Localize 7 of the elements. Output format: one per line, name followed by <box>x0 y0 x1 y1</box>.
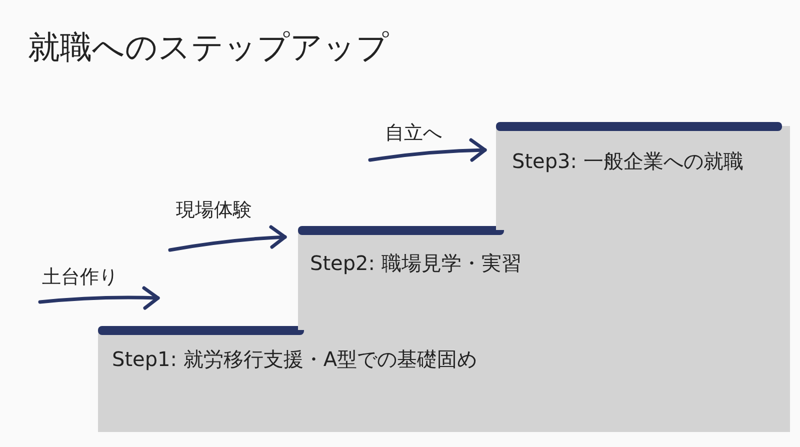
step-label: 土台作り <box>42 265 118 290</box>
step-label: 自立へ <box>385 121 442 146</box>
step-text: Step2: 職場見学・実習 <box>310 250 522 277</box>
step-label: 現場体験 <box>176 198 252 223</box>
step-text: Step3: 一般企業への就職 <box>512 148 744 175</box>
title: 就職へのステップアップ <box>28 27 389 68</box>
step-text: Step1: 就労移行支援・A型での基礎固め <box>112 346 478 373</box>
